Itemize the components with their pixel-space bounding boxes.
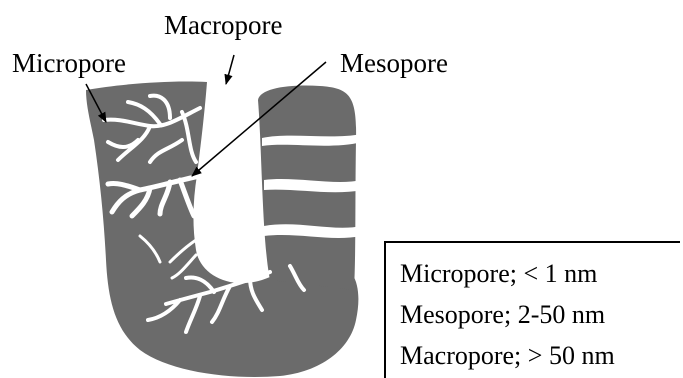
legend-macropore: Macropore; > 50 nm [400, 341, 615, 371]
macropore-arrow [226, 55, 234, 84]
pore-size-legend: Micropore; < 1 nm Mesopore; 2-50 nm Macr… [384, 241, 680, 378]
legend-mesopore: Mesopore; 2-50 nm [400, 300, 605, 330]
mesopore-label: Mesopore [340, 48, 448, 78]
macropore-label: Macropore [164, 10, 282, 40]
legend-micropore: Micropore; < 1 nm [400, 259, 597, 289]
micropore-label: Micropore [12, 48, 126, 78]
